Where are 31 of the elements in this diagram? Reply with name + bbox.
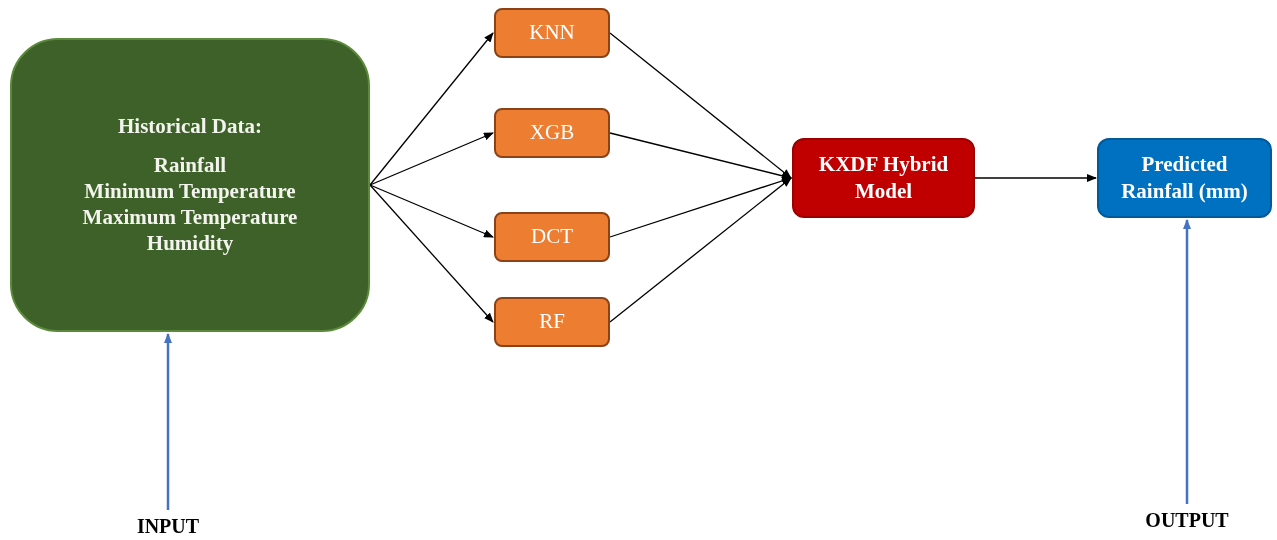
arrow bbox=[164, 333, 172, 510]
data-box bbox=[10, 38, 370, 332]
arrow bbox=[369, 132, 494, 186]
box-label: DCT bbox=[531, 223, 573, 251]
data-item: Minimum Temperature bbox=[84, 177, 296, 205]
arrow bbox=[1183, 219, 1191, 504]
arrow bbox=[369, 32, 494, 186]
output-box bbox=[1097, 138, 1272, 218]
arrow bbox=[609, 32, 792, 179]
model-box bbox=[494, 212, 610, 262]
model-box bbox=[494, 108, 610, 158]
model-box bbox=[494, 297, 610, 347]
data-item: Humidity bbox=[146, 230, 234, 257]
arrow bbox=[609, 132, 792, 180]
arrow bbox=[369, 184, 494, 323]
data-item: Rainfall bbox=[153, 151, 227, 178]
flow-label: INPUT bbox=[118, 512, 218, 540]
box-label: KXDF Hybrid Model bbox=[817, 150, 950, 205]
box-label: Predicted Rainfall (mm) bbox=[1120, 150, 1249, 205]
hybrid-model-box bbox=[792, 138, 975, 218]
data-heading: Historical Data: bbox=[117, 113, 262, 140]
flow-label: OUTPUT bbox=[1127, 506, 1247, 534]
box-label: RF bbox=[539, 308, 565, 336]
model-box bbox=[494, 8, 610, 58]
arrow bbox=[609, 177, 792, 238]
arrow bbox=[974, 174, 1097, 182]
box-label: XGB bbox=[529, 119, 575, 147]
data-item: Maximum Temperature bbox=[82, 204, 298, 231]
arrow bbox=[609, 177, 792, 323]
arrow bbox=[369, 184, 494, 238]
box-label: KNN bbox=[529, 19, 575, 47]
